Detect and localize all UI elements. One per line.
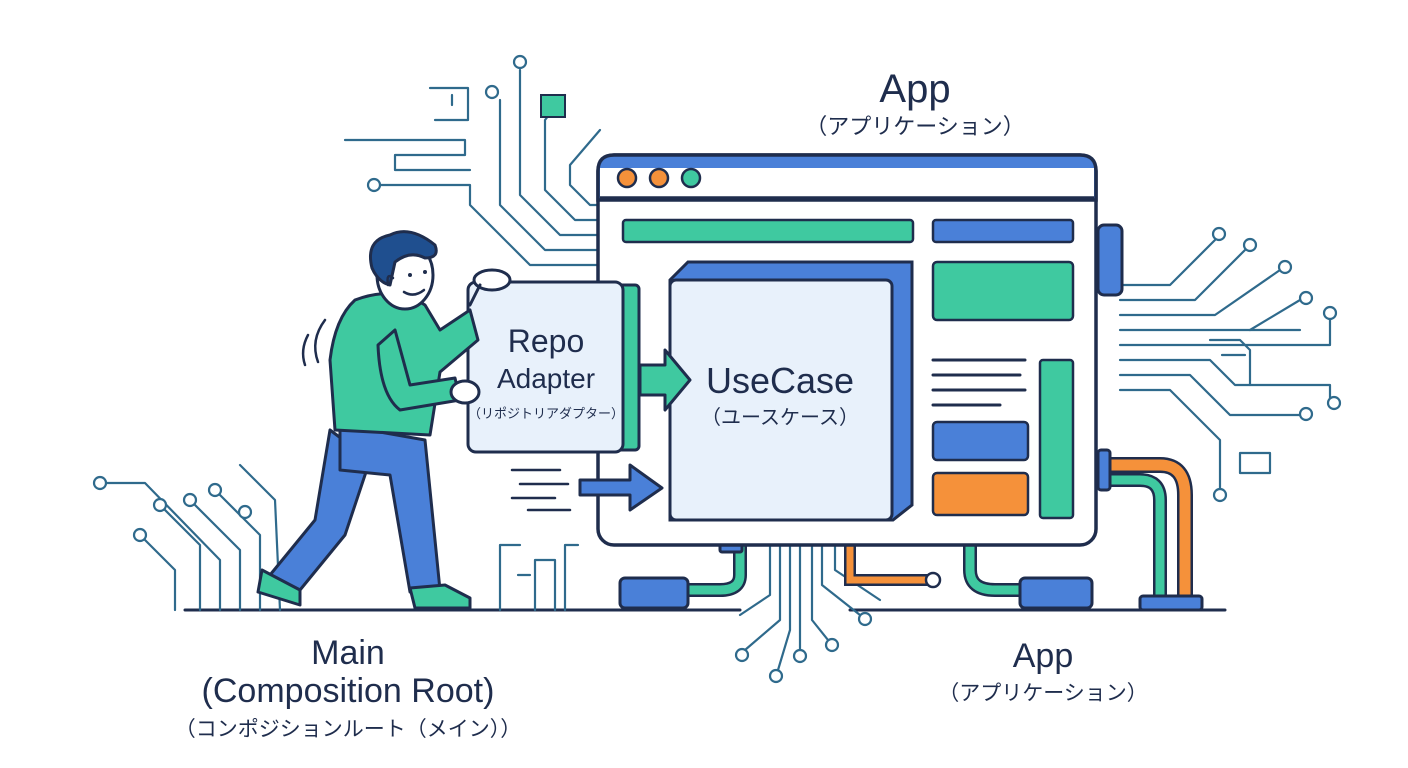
circuit-chip xyxy=(540,94,566,118)
connector-blocks xyxy=(618,223,1204,612)
repo-adapter-label: Repo Adapter （リポジトリアダプター） xyxy=(468,323,624,422)
repo-adapter-line2: Adapter xyxy=(497,363,595,394)
usecase-label: UseCase （ユースケース） xyxy=(701,360,859,429)
usecase-box xyxy=(668,260,914,522)
bottom-app-title: App xyxy=(1013,637,1074,675)
bottom-app-label: App （アプリケーション） xyxy=(938,637,1148,705)
repo-adapter-line1: Repo xyxy=(508,323,585,359)
top-app-label: App （アプリケーション） xyxy=(805,67,1025,140)
arrow-right-icon xyxy=(638,348,692,412)
arrow-right-icon xyxy=(510,463,664,512)
top-app-title: App xyxy=(879,67,950,111)
window-dots-icon xyxy=(616,167,638,189)
circuit-trace-icon xyxy=(343,54,602,267)
main-line2: (Composition Root) xyxy=(202,672,495,710)
connector-node xyxy=(924,571,942,589)
repo-adapter-box xyxy=(466,280,641,454)
connector-pipes xyxy=(683,457,1193,608)
main-subtitle: （コンポジションルート（メイン）） xyxy=(175,717,522,741)
circuit-trace-icon xyxy=(734,543,882,684)
person-illustration xyxy=(256,230,512,610)
bottom-app-subtitle: （アプリケーション） xyxy=(938,681,1148,705)
top-app-subtitle: （アプリケーション） xyxy=(805,115,1025,140)
circuit-trace-icon xyxy=(1118,226,1342,503)
usecase-title: UseCase xyxy=(706,360,854,401)
main-label: Main (Composition Root) （コンポジションルート（メイン）… xyxy=(175,634,522,741)
repo-adapter-subtitle: （リポジトリアダプター） xyxy=(468,407,624,422)
circuit-trace-icon xyxy=(92,463,580,612)
usecase-subtitle: （ユースケース） xyxy=(701,405,859,429)
main-title: Main xyxy=(311,634,385,672)
